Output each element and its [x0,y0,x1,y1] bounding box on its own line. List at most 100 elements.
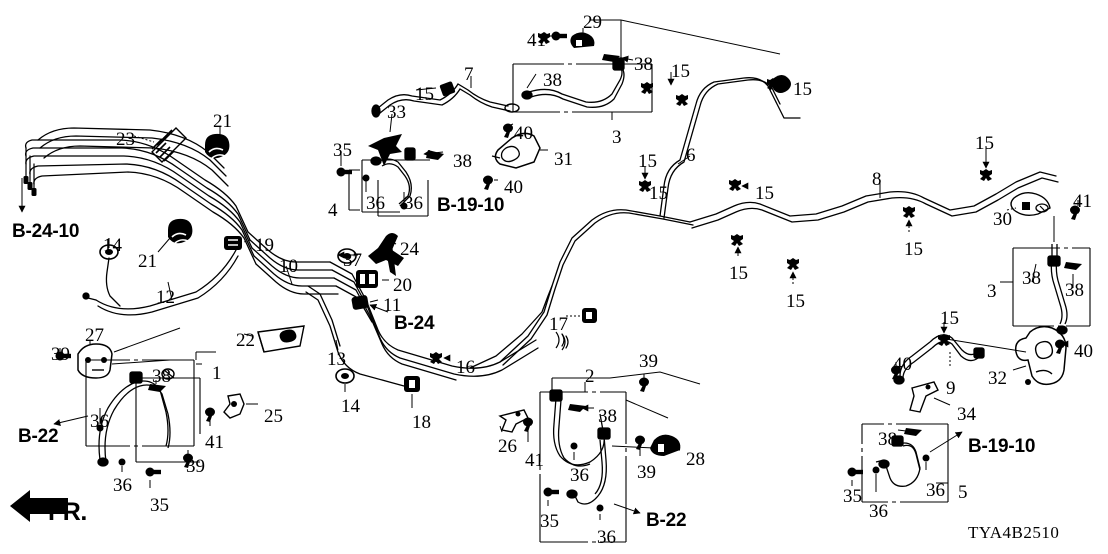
callout-number: 10 [279,256,298,277]
callout-number: 15 [793,79,812,100]
callout-number: 15 [671,61,690,82]
callout-number: 17 [549,314,568,335]
front-direction-arrow [10,490,68,522]
callout-number: 39 [637,462,656,483]
callout-number: 38 [598,406,617,427]
callout-number: 15 [755,183,774,204]
callout-number: 36 [90,411,109,432]
reference-code-label: B-24-10 [12,221,80,242]
part-40-bolt-lower [483,175,493,190]
part-11-clip [351,295,369,310]
part-36-dot-box1-a [96,424,104,432]
callout-number: 36 [404,193,423,214]
part-19-clip [224,236,242,250]
callout-number: 36 [869,501,888,522]
callout-number: 22 [236,330,255,351]
callout-number: 20 [393,275,412,296]
callout-number: 39 [51,344,70,365]
callout-number: 5 [958,482,968,503]
part-41-bolt-box2 [523,417,533,432]
callout-number: 23 [116,129,135,150]
part-36-dot-2 [400,202,408,210]
callout-number: 1 [212,363,222,384]
callout-number: 3 [987,281,997,302]
part-23-strip [151,127,187,163]
callout-number: 31 [554,149,573,170]
callout-number: 40 [514,123,533,144]
callout-number: 41 [1073,191,1092,212]
callout-number: 15 [638,151,657,172]
callout-number: 14 [103,235,122,256]
callout-number: 28 [686,449,705,470]
callout-number: 36 [597,527,616,548]
group-box-4 [348,159,430,217]
part-16-clip [430,352,442,364]
callout-number: 15 [729,263,748,284]
reference-code-label: B-22 [18,426,59,447]
part-35-screw-box1 [145,467,161,477]
part-21-clamp-upper [205,133,230,159]
part-24-bracket [368,233,404,276]
callout-number: 36 [113,475,132,496]
callout-number: 36 [366,193,385,214]
part-20-clip [356,270,378,288]
callout-number: 25 [264,406,283,427]
callout-number: 7 [464,64,474,85]
part-35-screw-box2 [543,487,559,497]
callout-number: 41 [525,450,544,471]
diagram-id-code: TYA4B2510 [968,523,1060,542]
reference-code-label: B-24 [394,313,435,334]
callout-number: 33 [387,102,406,123]
callout-number: 35 [540,511,559,532]
callout-number: 8 [872,169,882,190]
callout-number: 29 [583,12,602,33]
callout-number: 2 [585,366,595,387]
part-36-dot-box1-b [118,458,126,466]
callout-number: 11 [383,295,402,316]
part-2-hose [549,389,611,505]
callout-number: 34 [957,404,976,425]
callout-number: 39 [639,351,658,372]
part-26-bracket [498,409,529,433]
part-36-dot-box5-left [872,466,880,474]
group-box-5 [861,423,949,503]
callout-number: 16 [456,357,475,378]
callout-number: 12 [156,287,175,308]
callout-number: 15 [415,84,434,105]
part-31-bracket [491,132,541,169]
part-38-arrow-box5 [904,428,922,436]
callout-number: 32 [988,368,1007,389]
part-27-bracket [77,343,113,379]
callout-number: 15 [904,239,923,260]
callout-number: 14 [341,396,360,417]
callout-number: 41 [527,30,546,51]
callout-number: 13 [327,349,346,370]
callout-number: 15 [940,308,959,329]
group-box-2 [539,377,627,543]
part-38-arrow-box1 [148,384,166,392]
callout-number: 19 [255,235,274,256]
part-5-hose [875,435,921,487]
callout-number: 15 [649,183,668,204]
callout-number: 38 [1022,268,1041,289]
callout-number: 21 [138,251,157,272]
callout-number: 40 [504,177,523,198]
callout-number: 37 [343,250,362,271]
callout-number: 38 [453,151,472,172]
part-25-bracket [223,393,245,419]
callout-number: 9 [946,378,956,399]
part-30-bracket [1010,191,1051,217]
part-15-clip-right-top [772,75,791,93]
callout-number: 36 [570,465,589,486]
part-35-screw-box5 [847,467,863,477]
part-18-clip [404,376,420,392]
group-box-3-right [1012,247,1091,327]
part-17-clip [582,308,597,323]
callout-number: 41 [205,432,224,453]
group-box-3-top [512,63,653,113]
part-38-arrow-top [602,54,620,62]
callout-number: 35 [333,140,352,161]
callout-number: 40 [893,354,912,375]
part-35-screw-top [336,167,352,177]
